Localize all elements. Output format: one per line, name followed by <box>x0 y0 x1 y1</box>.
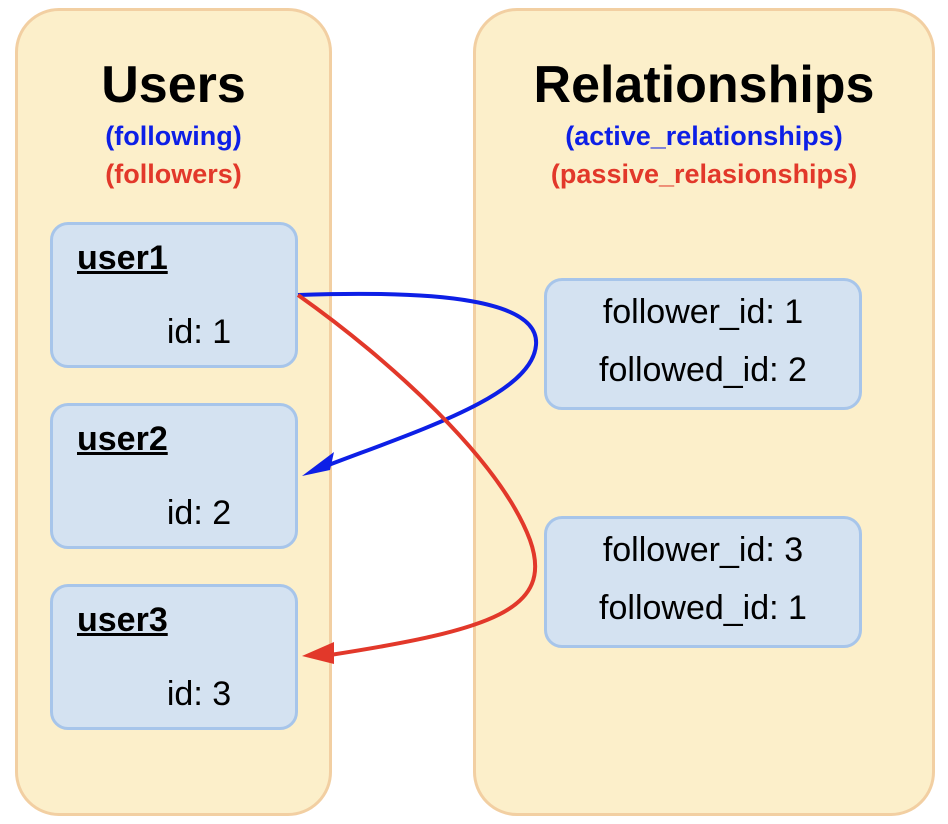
relationship-box-2: follower_id: 3 followed_id: 1 <box>544 516 862 648</box>
relationships-panel: Relationships (active_relationships) (pa… <box>473 8 935 816</box>
passive-relationships-label: (passive_relasionships) <box>550 159 858 189</box>
user-id: id: 3 <box>166 675 232 713</box>
user-box-user1: user1 id: 1 <box>50 222 298 368</box>
followed-id: followed_id: 2 <box>599 351 807 389</box>
following-arrow-path <box>297 291 539 468</box>
active-relationships-label: (active_relationships) <box>565 121 843 151</box>
follower-id: follower_id: 1 <box>602 293 804 331</box>
user-id: id: 1 <box>166 313 232 351</box>
following-arrowhead <box>302 452 334 476</box>
following-label: (following) <box>105 121 242 151</box>
relationship-box-1: follower_id: 1 followed_id: 2 <box>544 278 862 410</box>
followers-arrowhead <box>302 642 334 664</box>
relationships-title: Relationships <box>533 56 875 114</box>
users-title: Users <box>101 56 246 114</box>
user-name: user1 <box>77 239 168 277</box>
followers-label: (followers) <box>105 159 242 189</box>
follower-id: follower_id: 3 <box>602 531 804 569</box>
user-id: id: 2 <box>166 494 232 532</box>
user-box-user3: user3 id: 3 <box>50 584 298 730</box>
user-box-user2: user2 id: 2 <box>50 403 298 549</box>
user-name: user3 <box>77 601 168 639</box>
followed-id: followed_id: 1 <box>599 589 807 627</box>
followers-arrow-path <box>296 293 537 657</box>
user-name: user2 <box>77 420 168 458</box>
